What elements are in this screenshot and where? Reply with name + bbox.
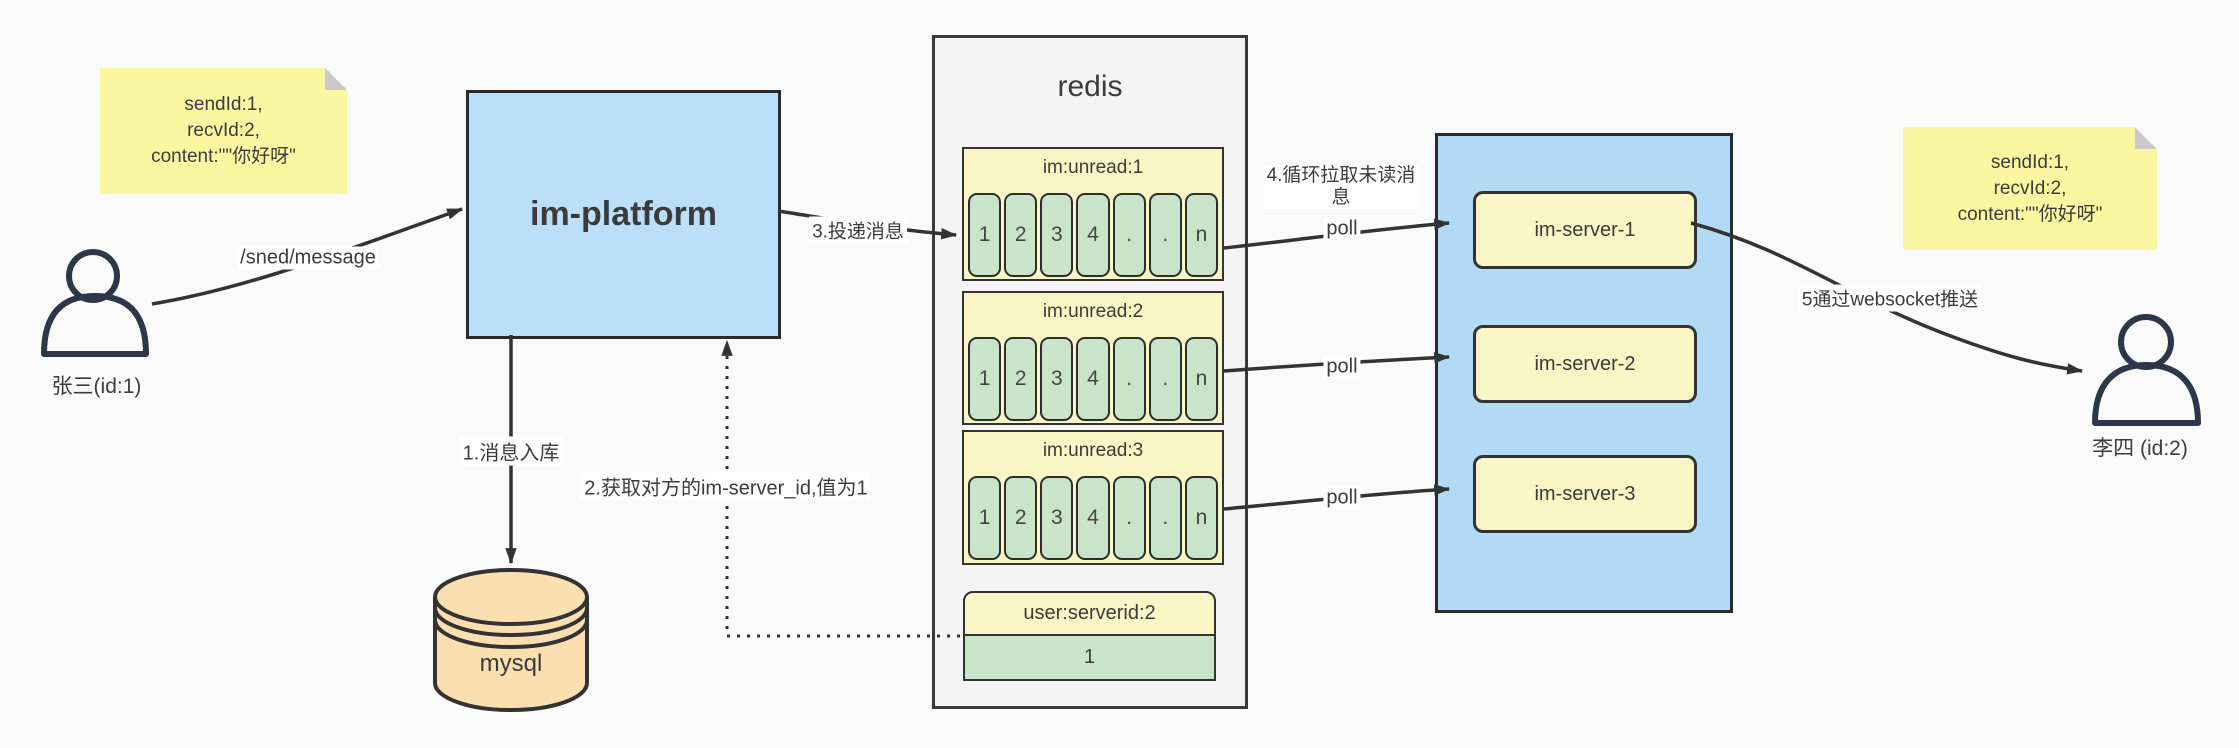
edge-label-poll-2: poll: [1323, 355, 1361, 379]
queue-cell: .: [1148, 337, 1182, 421]
im-server-1-node: im-server-1: [1473, 191, 1697, 269]
queue-cell: n: [1184, 337, 1218, 421]
note-line: recvId:2,: [187, 120, 260, 141]
sticky-note-left: sendId:1, recvId:2, content:""你好呀": [100, 68, 347, 194]
user-sender-label: 张三(id:1): [51, 375, 142, 398]
edge-label-step3: 3.投递消息: [809, 216, 907, 244]
kv-header: user:serverid:2: [963, 591, 1216, 636]
queue-cell: 1: [968, 476, 1002, 560]
queue-cell: .: [1112, 193, 1146, 277]
redis-container: redis im:unread:1 1 2 3 4 . . n im:unrea…: [932, 35, 1248, 709]
queue-header: im:unread:3: [1042, 440, 1144, 461]
im-server-1-label: im-server-1: [1534, 218, 1636, 241]
user-sender-icon: [41, 249, 149, 357]
queue-cell: 2: [1004, 337, 1038, 421]
queue-cell: 3: [1040, 476, 1074, 560]
im-server-3-node: im-server-3: [1473, 455, 1697, 533]
queue-im-unread-3: im:unread:3 1 2 3 4 . . n: [962, 430, 1224, 565]
queue-cell: .: [1112, 337, 1146, 421]
queue-cell: 1: [968, 337, 1002, 421]
queue-cell: .: [1148, 193, 1182, 277]
edge-label-poll-1: poll: [1323, 217, 1361, 241]
redis-title: redis: [1057, 70, 1123, 103]
im-platform-node: im-platform: [466, 90, 781, 339]
im-server-3-label: im-server-3: [1534, 482, 1636, 505]
queue-cell: 4: [1076, 476, 1110, 560]
queue-cell: 4: [1076, 193, 1110, 277]
note-fold-icon: [2135, 127, 2157, 149]
mysql-database-icon: [433, 568, 589, 712]
note-line: content:""你好呀": [1957, 203, 2103, 225]
im-server-cluster: im-server-1 im-server-2 im-server-3: [1435, 133, 1733, 613]
im-platform-label: im-platform: [530, 195, 717, 233]
queue-im-unread-2: im:unread:2 1 2 3 4 . . n: [962, 291, 1224, 425]
queue-cell: 1: [968, 193, 1002, 277]
kv-value: 1: [963, 636, 1216, 681]
edge-label-send: /sned/message: [237, 246, 379, 270]
sticky-note-right: sendId:1, recvId:2, content:""你好呀": [1903, 127, 2157, 250]
queue-cell: n: [1184, 193, 1218, 277]
queue-cell: n: [1184, 476, 1218, 560]
kv-user-serverid: user:serverid:2 1: [963, 591, 1216, 681]
im-server-2-node: im-server-2: [1473, 325, 1697, 403]
queue-cell: 3: [1040, 193, 1074, 277]
note-fold-icon: [325, 68, 347, 90]
queue-im-unread-1: im:unread:1 1 2 3 4 . . n: [962, 147, 1224, 281]
edge-label-step4-line1: 4.循环拉取未读消: [1266, 165, 1416, 186]
queue-cells: 1 2 3 4 . . n: [968, 337, 1218, 421]
queue-cell: 4: [1076, 337, 1110, 421]
mysql-label: mysql: [479, 650, 543, 677]
queue-header: im:unread:2: [1042, 301, 1144, 322]
queue-cell: .: [1112, 476, 1146, 560]
edge-label-step4-line2: 息: [1331, 187, 1351, 208]
note-line: content:""你好呀": [151, 146, 296, 167]
edge-label-poll-3: poll: [1323, 486, 1361, 510]
queue-cell: 2: [1004, 476, 1038, 560]
note-line: recvId:2,: [1993, 177, 2067, 199]
edge-label-step2: 2.获取对方的im-server_id,值为1: [581, 471, 871, 501]
queue-cell: .: [1148, 476, 1182, 560]
edge-label-step1: 1.消息入库: [459, 436, 563, 466]
user-receiver-icon: [2092, 314, 2201, 426]
queue-header: im:unread:1: [1042, 157, 1144, 178]
queue-cell: 3: [1040, 337, 1074, 421]
note-line: sendId:1,: [1990, 151, 2070, 173]
im-server-2-label: im-server-2: [1534, 352, 1636, 375]
note-line: sendId:1,: [184, 94, 263, 115]
queue-cells: 1 2 3 4 . . n: [968, 193, 1218, 277]
edge-label-step5: 5通过websocket推送: [1798, 284, 1982, 312]
edge-label-step4: 4.循环拉取未读消 息: [1263, 165, 1419, 209]
queue-cell: 2: [1004, 193, 1038, 277]
user-receiver-label: 李四 (id:2): [2092, 437, 2188, 460]
queue-cells: 1 2 3 4 . . n: [968, 476, 1218, 560]
